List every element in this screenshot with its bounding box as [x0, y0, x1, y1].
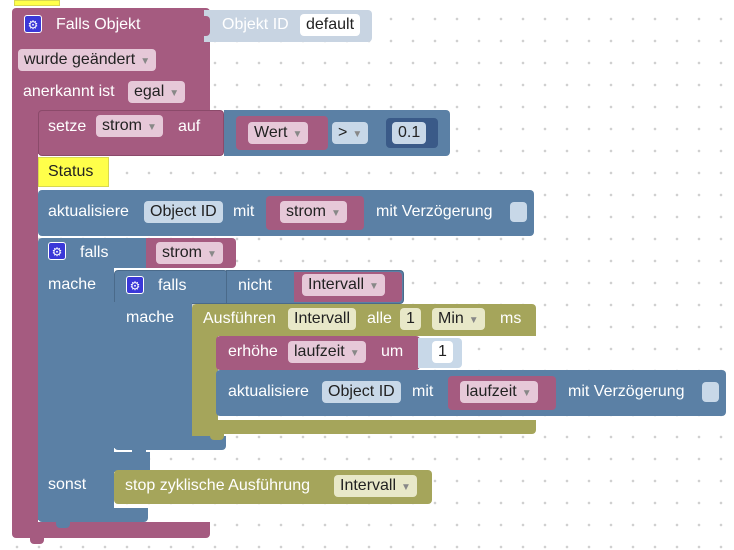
gear-icon[interactable]: ⚙ [48, 242, 66, 260]
if2-spine [114, 302, 192, 448]
update2-delay-label: mit Verzögerung [568, 383, 685, 400]
ack-label: anerkannt ist [23, 83, 115, 100]
triangle-down-icon: ▼ [352, 129, 363, 140]
update1-mit: mit [233, 203, 255, 220]
update2-mit: mit [412, 383, 434, 400]
delay-checkbox[interactable] [702, 382, 719, 402]
input-notch [204, 16, 210, 36]
update1-var-dropdown[interactable]: strom▼ [280, 201, 347, 223]
triangle-down-icon: ▼ [521, 388, 532, 399]
event-block-header[interactable] [12, 8, 210, 42]
if1-var-dropdown[interactable]: strom▼ [156, 242, 223, 264]
event-block-tab [30, 536, 44, 544]
gear-icon[interactable]: ⚙ [24, 15, 42, 33]
number-field[interactable]: 0.1 [392, 122, 427, 144]
interval-unit-dropdown[interactable]: Min▼ [432, 308, 485, 330]
triangle-down-icon: ▼ [169, 88, 180, 99]
stop-var-dropdown[interactable]: Intervall▼ [334, 475, 417, 497]
interval-spine [192, 334, 218, 436]
triangle-down-icon: ▼ [369, 281, 379, 292]
top-comment-edge [14, 0, 60, 6]
interval-footer [192, 420, 536, 434]
delay-checkbox[interactable] [510, 202, 527, 222]
if2-var-dropdown[interactable]: Intervall▼ [302, 274, 385, 296]
triangle-down-icon: ▼ [147, 122, 157, 133]
interval-label: Ausführen [203, 310, 276, 327]
incr-var-dropdown[interactable]: laufzeit▼ [288, 341, 366, 363]
triangle-down-icon: ▼ [140, 56, 151, 67]
incr-by: um [381, 343, 404, 360]
not-label: nicht [238, 277, 272, 294]
object-id-label: Objekt ID [222, 16, 289, 33]
if1-do: mache [48, 276, 97, 293]
triangle-down-icon: ▼ [331, 208, 341, 219]
update2-var-dropdown[interactable]: laufzeit▼ [460, 381, 538, 403]
if2-footer [114, 436, 226, 450]
if2-do: mache [126, 309, 175, 326]
update1-object-id[interactable]: Object ID [144, 201, 223, 223]
triangle-down-icon: ▼ [207, 249, 217, 260]
if1-footer [38, 508, 148, 522]
triangle-down-icon: ▼ [349, 348, 360, 359]
set-label: setze [48, 118, 87, 135]
interval-ms: ms [500, 310, 522, 327]
update2-label: aktualisiere [228, 383, 309, 400]
if1-spine [38, 266, 114, 520]
object-id-value[interactable]: default [300, 14, 361, 36]
update1-delay-label: mit Verzögerung [376, 203, 493, 220]
value-dropdown[interactable]: Wert▼ [248, 122, 309, 144]
if1-tab [56, 520, 70, 528]
trigger-dropdown[interactable]: wurde geändert▼ [18, 49, 157, 71]
stop-label: stop zyklische Ausführung [125, 477, 310, 494]
triangle-down-icon: ▼ [468, 315, 479, 326]
set-mid-label: auf [178, 118, 201, 135]
interval-tab [210, 432, 224, 440]
if1-else-bar [38, 452, 150, 472]
status-comment[interactable] [38, 157, 109, 187]
update1-label: aktualisiere [48, 203, 129, 220]
triangle-down-icon: ▼ [401, 482, 411, 493]
if1-else: sonst [48, 476, 87, 493]
interval-var[interactable]: Intervall [288, 308, 357, 330]
operator-dropdown[interactable]: >▼ [332, 122, 369, 144]
set-var-dropdown[interactable]: strom▼ [96, 115, 163, 137]
triangle-down-icon: ▼ [292, 129, 303, 140]
incr-label: erhöhe [228, 343, 278, 360]
if2-label: falls [158, 277, 187, 294]
interval-every: alle [367, 310, 392, 327]
update2-object-id[interactable]: Object ID [322, 381, 401, 403]
gear-icon[interactable]: ⚙ [126, 276, 144, 294]
event-title: Falls Objekt [56, 16, 141, 33]
interval-num[interactable]: 1 [400, 308, 421, 330]
status-text: Status [48, 163, 94, 180]
if2-tab [132, 448, 146, 456]
ack-dropdown[interactable]: egal▼ [128, 81, 186, 103]
incr-number[interactable]: 1 [432, 341, 453, 363]
if1-label: falls [80, 244, 109, 261]
